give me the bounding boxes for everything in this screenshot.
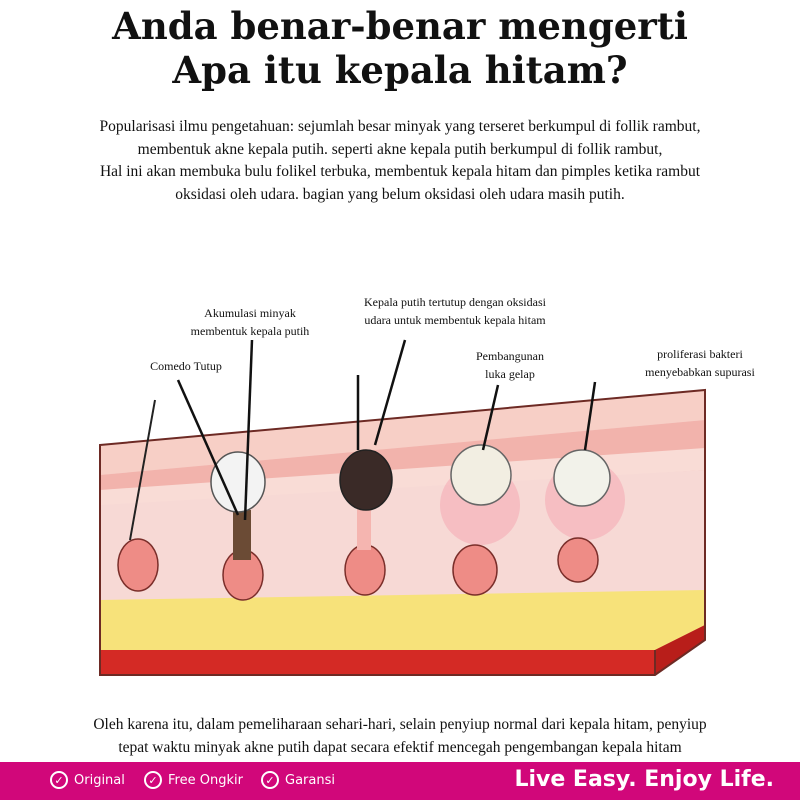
label-text: menyebabkan supurasi xyxy=(645,365,755,379)
label-text: Kepala putih tertutup dengan oksidasi xyxy=(364,295,546,309)
badge-label: Free Ongkir xyxy=(168,772,243,788)
label-text: udara untuk membentuk kepala hitam xyxy=(364,313,546,327)
label-kepala-hitam: Kepala putih tertutup dengan oksidasi uda… xyxy=(330,293,580,329)
label-comedo-tutup: Comedo Tutup xyxy=(130,357,242,375)
pointer-lines xyxy=(176,339,597,521)
check-circle-icon: ✓ xyxy=(261,771,279,789)
intro-line: Hal ini akan membuka bulu folikel terbuk… xyxy=(99,163,701,180)
fat-layer xyxy=(100,590,705,650)
label-text: Akumulasi minyak xyxy=(204,306,296,320)
page-title: Anda benar-benar mengerti Apa itu kepala… xyxy=(0,4,800,92)
badge-label: Garansi xyxy=(285,772,335,788)
outro-line: Oleh karena itu, dalam pemeliharaan seha… xyxy=(93,716,707,733)
intro-line: oksidasi oleh udara. bagian yang belum o… xyxy=(175,185,625,203)
label-text: proliferasi bakteri xyxy=(657,347,743,361)
badge-garansi: ✓ Garansi xyxy=(261,771,335,789)
follicle-closed-comedo xyxy=(117,399,159,592)
footer-bar: ✓ Original ✓ Free Ongkir ✓ Garansi Live Eas… xyxy=(0,762,800,800)
follicle-blackhead xyxy=(339,449,393,596)
label-proliferasi-bakteri: proliferasi bakteri menyebabkan supurasi xyxy=(620,345,780,381)
muscle-layer xyxy=(100,625,705,675)
label-akumulasi-minyak: Akumulasi minyak membentuk kepala putih xyxy=(170,304,330,340)
outro-line: tepat waktu minyak akne putih dapat seca… xyxy=(118,739,682,756)
title-line-1: Anda benar-benar mengerti xyxy=(112,4,688,48)
label-text: Pembangunan xyxy=(476,349,544,363)
outro-paragraph: Oleh karena itu, dalam pemeliharaan seha… xyxy=(0,713,800,759)
label-text: membentuk kepala putih xyxy=(190,324,310,338)
label-text: Comedo Tutup xyxy=(150,359,222,373)
check-circle-icon: ✓ xyxy=(50,771,68,789)
intro-paragraph: Popularisasi ilmu pengetahuan: sejumlah … xyxy=(0,116,800,206)
brand-slogan: Live Easy. Enjoy Life. xyxy=(514,767,774,792)
badge-free-ongkir: ✓ Free Ongkir xyxy=(144,771,243,789)
follicle-suppuration xyxy=(545,449,625,583)
label-text: luka gelap xyxy=(485,367,535,381)
badge-label: Original xyxy=(74,772,125,788)
follicle-whitehead xyxy=(210,451,266,601)
title-line-2: Apa itu kepala hitam? xyxy=(172,48,628,92)
badge-original: ✓ Original xyxy=(50,771,125,789)
label-luka-gelap: Pembangunan luka gelap xyxy=(450,347,570,383)
follicle-dark-lesion xyxy=(440,444,520,596)
intro-line: Popularisasi ilmu pengetahuan: sejumlah … xyxy=(99,118,701,135)
check-circle-icon: ✓ xyxy=(144,771,162,789)
intro-line: membentuk akne kepala putih. seperti akn… xyxy=(137,140,663,158)
